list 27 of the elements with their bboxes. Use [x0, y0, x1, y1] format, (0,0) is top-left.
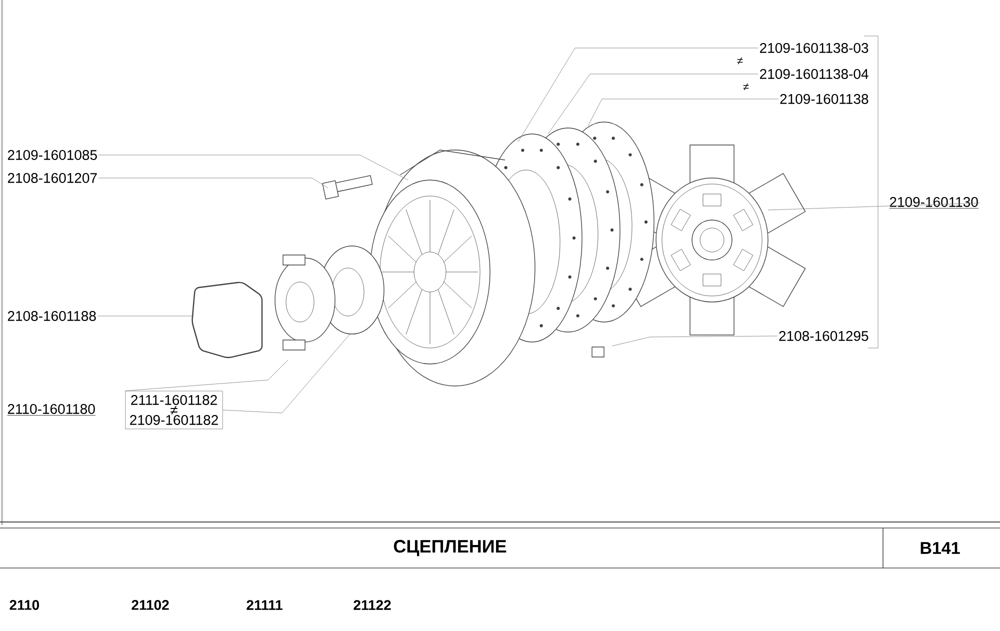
- leader-line: [768, 202, 980, 210]
- leader-line: [518, 48, 758, 142]
- title: СЦЕПЛЕНИЕ: [394, 540, 506, 556]
- model-number: 21122: [354, 600, 391, 610]
- part-number: 2109-1601138-04: [758, 68, 870, 80]
- part-number: 2109-1601138-03: [758, 42, 870, 54]
- inequality-sign: ≠: [743, 84, 749, 90]
- leader-line: [98, 154, 408, 180]
- model-number: 21102: [132, 600, 169, 610]
- leader-line: [588, 98, 779, 126]
- leader-line: [548, 74, 758, 134]
- leader-line: [222, 334, 350, 414]
- leader-line: [98, 178, 328, 188]
- page-code: B141: [920, 542, 960, 554]
- part-number: 2108-1601207: [6, 172, 99, 184]
- part-number: 2108-1601188: [6, 310, 98, 322]
- model-number: 2110: [10, 600, 39, 610]
- part-number: 2109-1601130: [888, 196, 980, 210]
- part-number: 2109-1601085: [6, 149, 99, 161]
- assembly-number: 2110-1601180: [7, 404, 96, 416]
- leader-line: [612, 336, 778, 346]
- leader-line: [124, 360, 288, 392]
- part-list-box: 2111-1601182 ≠ 2109-1601182: [125, 390, 223, 430]
- inequality-sign: ≠: [737, 58, 743, 64]
- part-number: 2108-1601295: [778, 330, 870, 342]
- model-number: 21111: [246, 600, 282, 610]
- part-number: 2109-1601138: [778, 93, 870, 105]
